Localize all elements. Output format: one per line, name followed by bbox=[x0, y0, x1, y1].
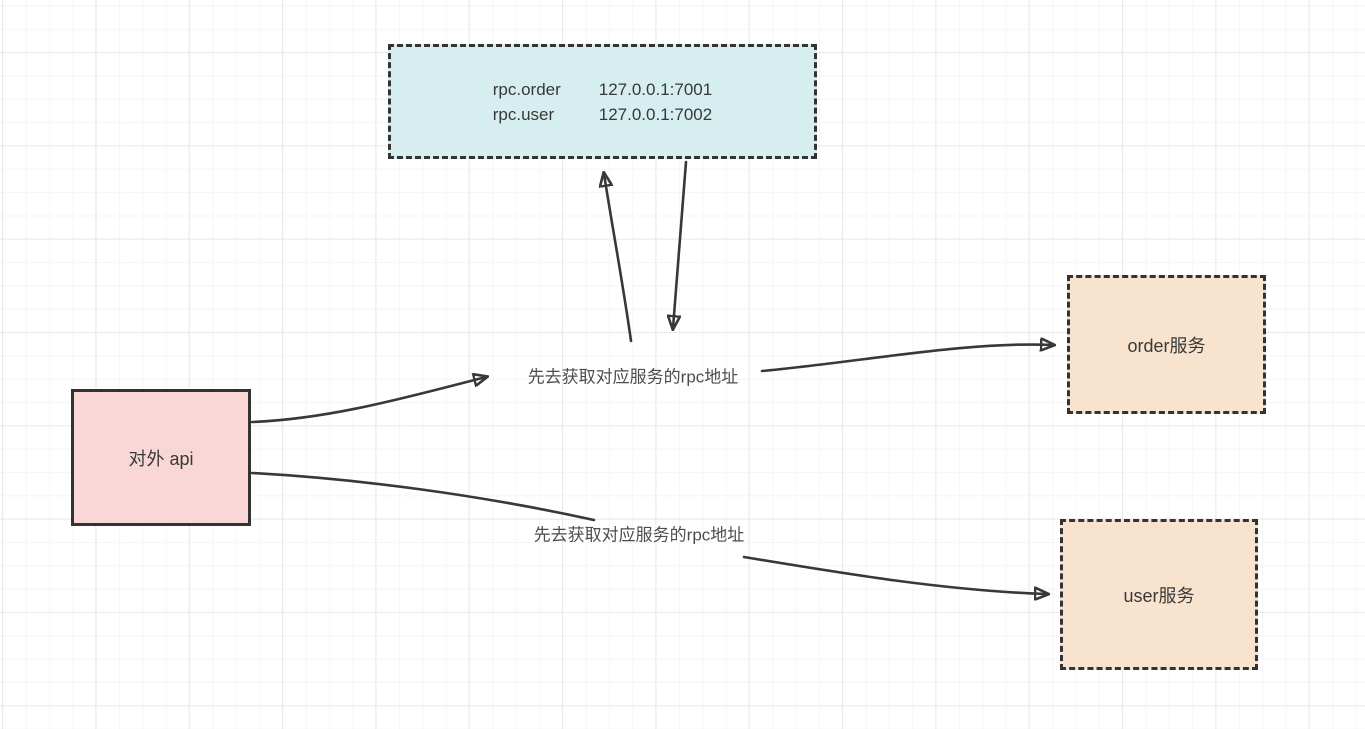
external-api-label: 对外 api bbox=[128, 448, 194, 469]
edge-api-to-user-service-segment1[interactable] bbox=[250, 471, 596, 522]
edge-api-to-rpc-lookup-label[interactable] bbox=[250, 377, 486, 424]
registry-service-address: 127.0.0.1:7002 bbox=[598, 104, 713, 124]
registry-service-name: rpc.user bbox=[492, 104, 555, 124]
order-service-label: order服务 bbox=[1127, 335, 1206, 356]
edge-registry-response-down[interactable] bbox=[673, 160, 688, 328]
external-api-node[interactable]: 对外 api bbox=[71, 389, 251, 526]
registry-service-address: 127.0.0.1:7001 bbox=[598, 79, 713, 99]
rpc-registry-node[interactable]: rpc.order 127.0.0.1:7001 rpc.user 127.0.… bbox=[388, 44, 817, 159]
edge-rpc-lookup-to-order-service[interactable] bbox=[760, 344, 1053, 373]
edge-api-to-user-service-segment2[interactable] bbox=[742, 555, 1047, 594]
registry-service-name: rpc.order bbox=[492, 79, 561, 99]
edge-label-lookup-rpc-address-order: 先去获取对应服务的rpc地址 bbox=[527, 367, 739, 387]
user-service-label: user服务 bbox=[1123, 585, 1195, 606]
edge-lookup-request-to-registry[interactable] bbox=[604, 174, 633, 343]
order-service-node[interactable]: order服务 bbox=[1067, 275, 1266, 414]
edge-label-lookup-rpc-address-user: 先去获取对应服务的rpc地址 bbox=[533, 525, 745, 545]
user-service-node[interactable]: user服务 bbox=[1060, 519, 1258, 670]
registry-address-table: rpc.order 127.0.0.1:7001 rpc.user 127.0.… bbox=[493, 77, 712, 127]
